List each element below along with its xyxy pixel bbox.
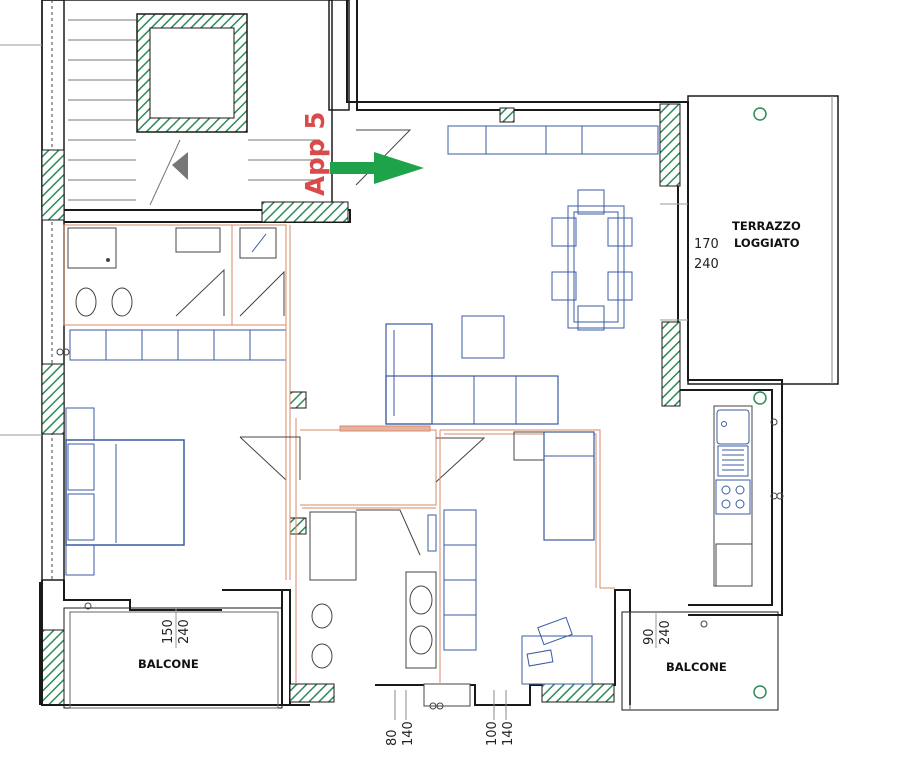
terrace bbox=[660, 95, 839, 405]
sofa bbox=[385, 323, 433, 425]
window-bath-height-dim: 140 bbox=[401, 721, 416, 746]
double-vanity bbox=[405, 571, 437, 669]
apartment-entrance-marker: App 5 bbox=[301, 112, 424, 197]
entrance-arrow-icon bbox=[330, 152, 424, 184]
coffee-table bbox=[461, 315, 505, 359]
sink bbox=[716, 409, 750, 445]
desk bbox=[521, 635, 593, 685]
toilet bbox=[311, 643, 333, 669]
stove bbox=[715, 479, 751, 515]
drain-icon bbox=[753, 685, 767, 699]
shower-tray bbox=[67, 227, 117, 269]
single-bed bbox=[543, 431, 595, 541]
living-room bbox=[355, 125, 659, 425]
double-bed bbox=[65, 439, 185, 546]
balcony-right-height-dim: 240 bbox=[658, 620, 673, 645]
window-room-height-dim: 140 bbox=[501, 721, 516, 746]
balcony-left bbox=[63, 602, 283, 709]
balcony-left-label: BALCONE bbox=[138, 657, 199, 671]
study-room bbox=[439, 429, 615, 685]
left-wall bbox=[0, 0, 65, 706]
terrace-label-line2: LOGGIATO bbox=[734, 236, 800, 250]
drain-icon bbox=[753, 391, 767, 405]
nightstand bbox=[65, 544, 95, 576]
office-chair bbox=[537, 616, 573, 646]
boiler bbox=[239, 227, 277, 259]
stair-direction-icon bbox=[172, 152, 188, 180]
terrace-width-dim: 170 bbox=[694, 237, 719, 252]
nightstand bbox=[65, 407, 95, 443]
terrace-height-dim: 240 bbox=[694, 257, 719, 272]
bidet bbox=[111, 287, 133, 317]
bedroom bbox=[56, 225, 291, 580]
apartment-label: App 5 bbox=[301, 112, 331, 197]
bathroom-bottom bbox=[256, 418, 486, 710]
window-bath-width-dim: 80 bbox=[385, 729, 400, 746]
structural-columns bbox=[261, 103, 681, 703]
dimension-ticks bbox=[394, 690, 507, 720]
kitchen bbox=[713, 405, 784, 587]
window-room-width-dim: 100 bbox=[485, 721, 500, 746]
balcony-right bbox=[621, 611, 779, 711]
balcony-right-width-dim: 90 bbox=[642, 628, 657, 645]
washbasin bbox=[175, 227, 221, 253]
stairwell bbox=[41, 0, 350, 211]
balcony-right-label: BALCONE bbox=[666, 660, 727, 674]
balcony-left-height-dim: 240 bbox=[177, 619, 192, 644]
toilet bbox=[75, 287, 97, 317]
drain-icon bbox=[753, 107, 767, 121]
shower-tray bbox=[309, 511, 357, 581]
bathroom-top bbox=[63, 224, 287, 326]
tv-unit bbox=[447, 125, 659, 155]
dining-table bbox=[567, 205, 625, 329]
terrace-label-line1: TERRAZZO bbox=[732, 219, 801, 233]
bidet bbox=[311, 603, 333, 629]
balcony-left-width-dim: 150 bbox=[161, 619, 176, 644]
sliding-door bbox=[339, 425, 431, 432]
